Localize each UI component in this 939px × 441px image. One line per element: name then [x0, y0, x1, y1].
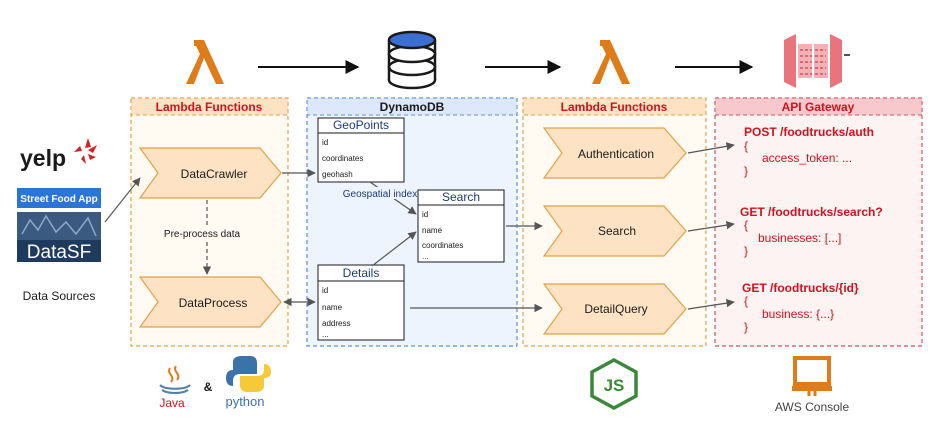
api-brace-open: { [744, 139, 748, 153]
search-title: Search [442, 190, 480, 204]
details-title: Details [343, 266, 380, 280]
geopoints-field: id [322, 138, 328, 147]
nodejs-logo: JS [590, 358, 638, 410]
aws-console-label: AWS Console [775, 400, 850, 414]
python-logo: python [225, 356, 271, 409]
api-response-body: businesses: [...] [758, 231, 841, 245]
street-food-app-badge: Street Food App [17, 188, 101, 208]
search-field: coordinates [422, 241, 463, 250]
geospatial-index-label: Geospatial index [343, 189, 418, 200]
details-field: name [322, 303, 343, 312]
java-logo: Java [159, 365, 191, 410]
search-lambda-label: Search [598, 224, 636, 238]
arrow-detail-to-api [687, 298, 735, 310]
table-geopoints: GeoPoints id coordinates geohash [317, 117, 405, 183]
geopoints-field: geohash [322, 170, 353, 179]
api-brace-open: { [744, 218, 748, 232]
datasf-logo: DataSF [17, 212, 101, 263]
table-details: Details id name address ... [317, 264, 405, 341]
datacrawler-label: DataCrawler [181, 167, 248, 181]
chevron-detailquery: DetailQuery [542, 283, 687, 335]
chevron-dataprocess: DataProcess [138, 276, 282, 328]
search-field: name [422, 226, 443, 235]
python-label: python [225, 394, 264, 409]
lambda-icon-right [592, 40, 630, 84]
panel-title-lambda-right: Lambda Functions [561, 100, 668, 114]
nodejs-label: JS [604, 376, 625, 395]
geopoints-field: coordinates [322, 154, 363, 163]
api-route-search: GET /foodtrucks/search? { businesses: [.… [740, 205, 883, 258]
details-field: address [322, 319, 350, 328]
panel-title-api-gateway: API Gateway [782, 100, 855, 114]
api-route-auth: POST /foodtrucks/auth { access_token: ..… [744, 125, 874, 178]
search-field: id [422, 210, 428, 219]
api-route-detail: GET /foodtrucks/{id} { business: {...} } [742, 281, 859, 334]
arrow-details-to-search [371, 231, 417, 267]
api-route-path: GET /foodtrucks/search? [740, 205, 883, 219]
street-food-app-label: Street Food App [20, 194, 97, 205]
chevron-datacrawler: DataCrawler [138, 147, 282, 199]
detailquery-label: DetailQuery [584, 302, 647, 316]
preprocess-label: Pre-process data [164, 229, 241, 240]
panel-api-gateway: API Gateway [714, 97, 923, 347]
geopoints-title: GeoPoints [333, 118, 389, 132]
api-route-path: POST /foodtrucks/auth [744, 125, 874, 139]
api-response-body: business: {...} [762, 307, 834, 321]
api-route-path: GET /foodtrucks/{id} [742, 281, 859, 295]
authentication-label: Authentication [578, 147, 654, 161]
table-search: Search id name coordinates ... [417, 189, 505, 263]
arrow-sources-to-crawler [104, 177, 141, 223]
datasf-wordmark: DataSF [27, 242, 91, 263]
api-brace-close: } [744, 320, 748, 334]
details-field: ... [322, 330, 329, 339]
arrow-search-to-api [687, 220, 735, 232]
lambda-icon [186, 40, 224, 84]
data-sources-caption: Data Sources [23, 289, 96, 303]
details-field: id [322, 286, 328, 295]
aws-console-icon: AWS Console [775, 356, 850, 414]
chevron-authentication: Authentication [542, 127, 687, 179]
dynamodb-icon [387, 30, 437, 90]
yelp-wordmark: yelp [20, 145, 66, 171]
api-gateway-icon [784, 34, 850, 88]
search-field: ... [422, 252, 429, 261]
api-brace-open: { [744, 294, 748, 308]
java-label: Java [159, 396, 185, 410]
panel-title-lambda-left: Lambda Functions [156, 100, 263, 114]
api-brace-close: } [744, 164, 748, 178]
dataprocess-label: DataProcess [179, 296, 248, 310]
api-brace-close: } [744, 244, 748, 258]
chevron-search: Search [542, 205, 687, 257]
yelp-logo: yelp [20, 138, 97, 171]
ampersand: & [204, 380, 213, 394]
panel-title-dynamodb: DynamoDB [380, 100, 445, 114]
arrow-auth-to-api [687, 142, 735, 154]
api-response-body: access_token: ... [762, 151, 852, 165]
